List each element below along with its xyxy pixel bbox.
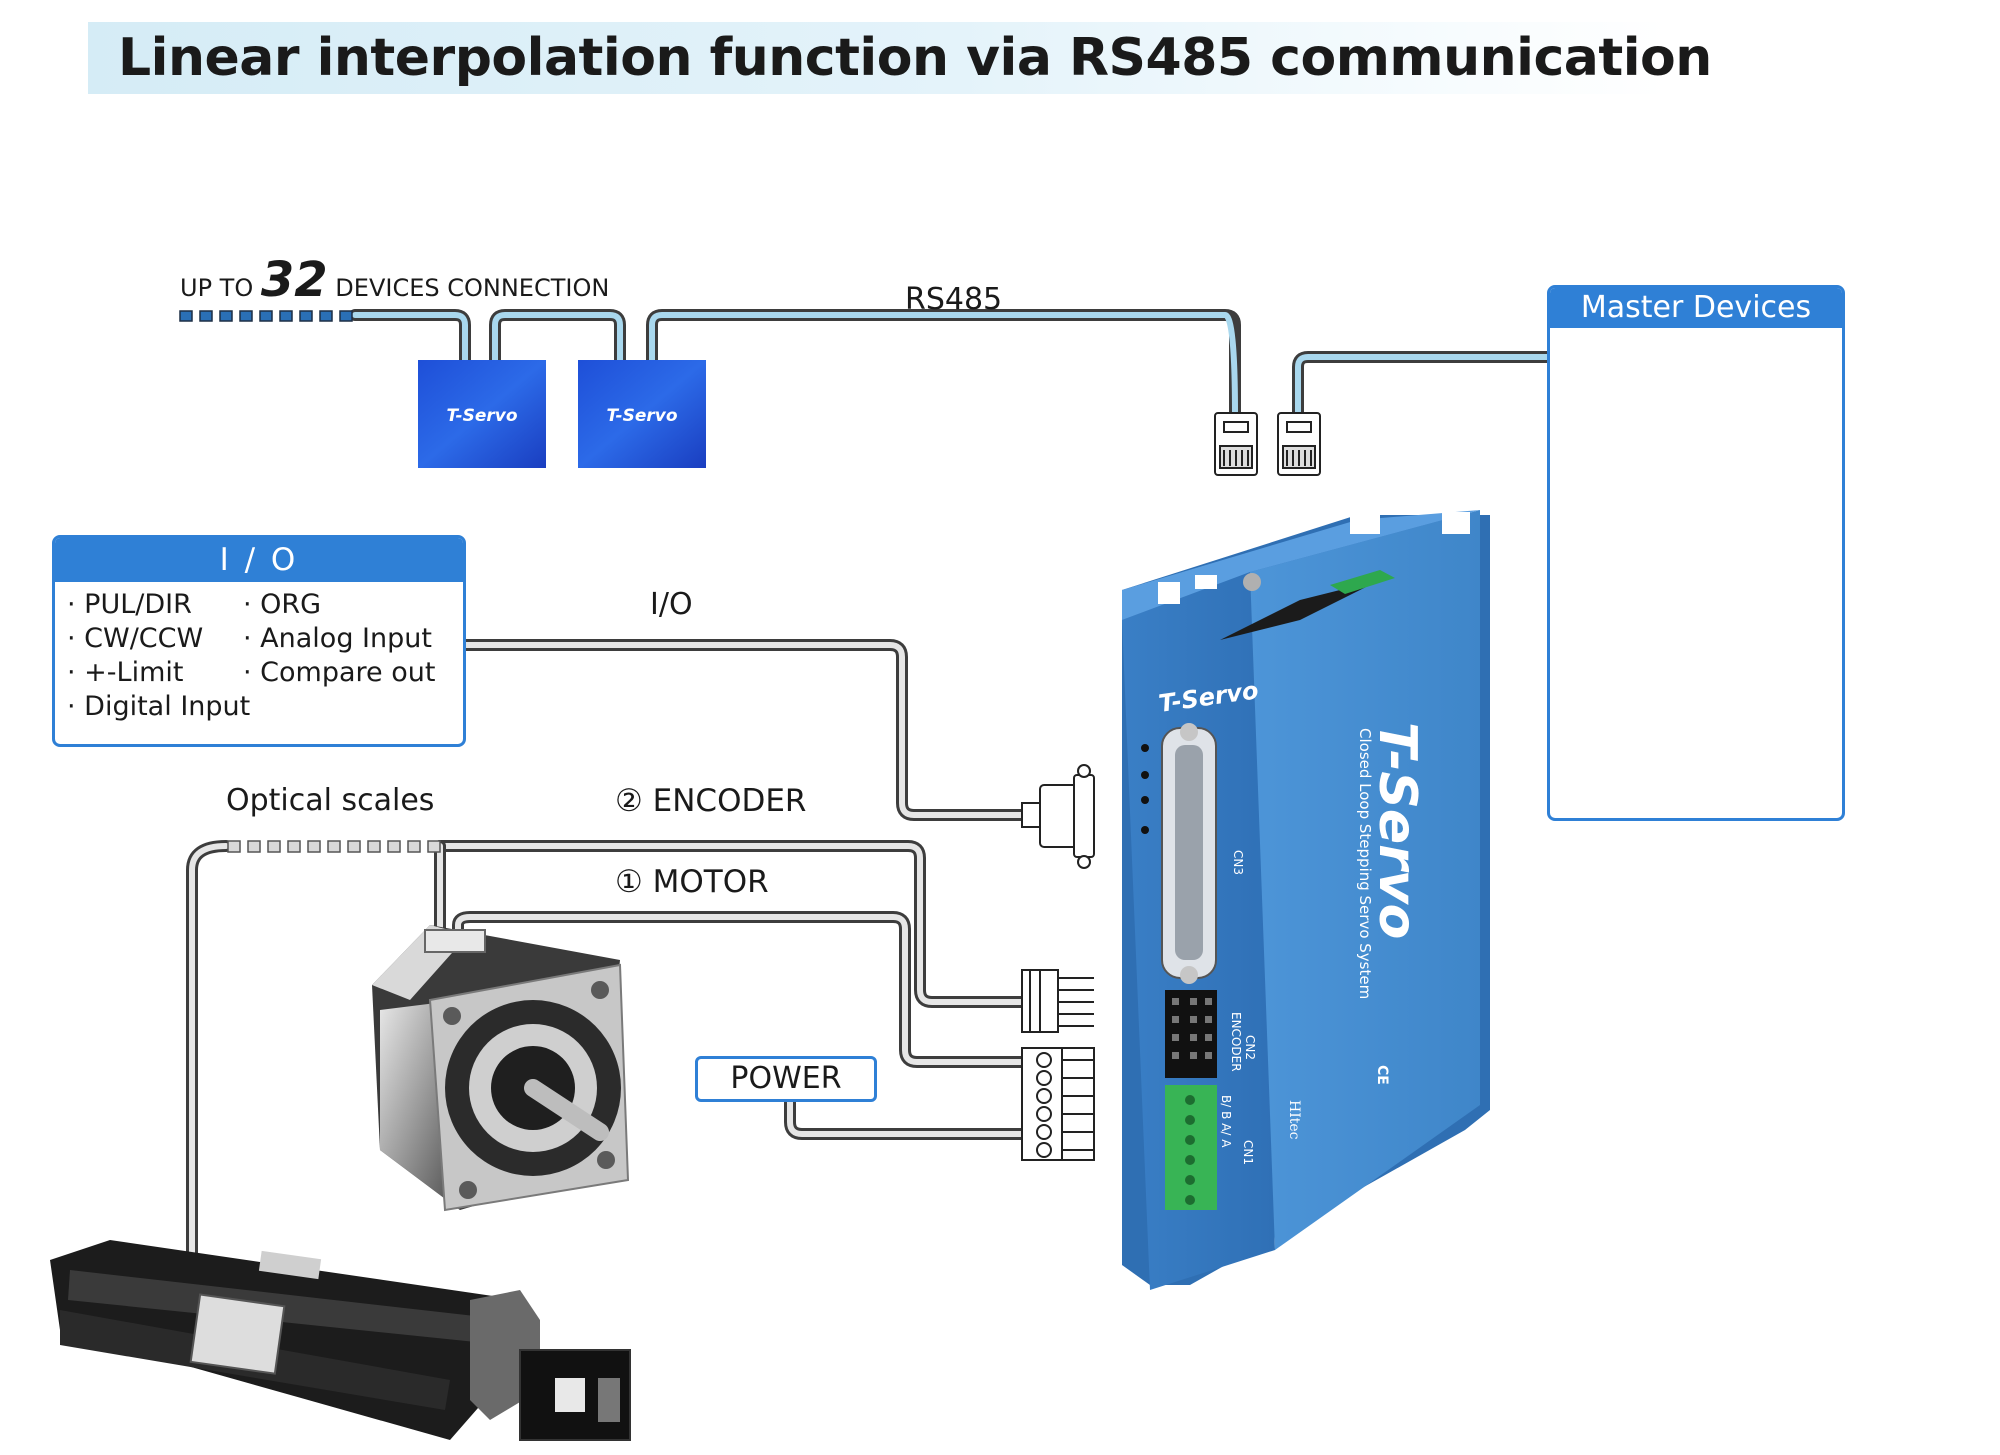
power-label: POWER — [695, 1056, 877, 1102]
io-item: · Compare out — [243, 657, 436, 688]
driver-cn3: CN3 — [1231, 850, 1245, 875]
chain-suffix: DEVICES CONNECTION — [335, 274, 610, 302]
driver-subtitle: Closed Loop Stepping Servo System — [1356, 728, 1374, 999]
servo-driver-image: T-Servo T-Servo Closed Loop Stepping Ser… — [1122, 510, 1490, 1290]
driver-maker: HItec — [1286, 1100, 1302, 1140]
io-signal-box: I / O · PUL/DIR · CW/CCW · +-Limit · Dig… — [52, 535, 466, 747]
io-cable-label: I/O — [650, 587, 693, 622]
db25-connector-icon — [1021, 764, 1095, 869]
chain-device-2: T-Servo — [578, 360, 706, 468]
io-right-list: · ORG · Analog Input · Compare out — [243, 588, 435, 690]
chain-device-brand-2: T-Servo — [606, 406, 677, 426]
master-devices-box: Master Devices — [1547, 285, 1845, 821]
io-item: · Digital Input — [67, 691, 251, 722]
stepper-motor-image — [372, 925, 630, 1212]
io-item: · +-Limit — [67, 657, 184, 688]
encoder-label: ② ENCODER — [615, 783, 807, 819]
optical-scales-label: Optical scales — [226, 783, 435, 818]
rj45-connector-icon — [1277, 412, 1321, 476]
driver-encoder-port: ENCODER — [1229, 1012, 1243, 1072]
driver-cn1: CN1 — [1241, 1140, 1255, 1165]
io-item: · Analog Input — [243, 623, 432, 654]
chain-dashes — [179, 310, 353, 322]
chain-device-1: T-Servo — [418, 360, 546, 468]
rj45-connector-icon — [1214, 412, 1258, 476]
master-devices-title: Master Devices — [1550, 288, 1842, 328]
driver-cn2: CN2 — [1243, 1035, 1257, 1060]
title-banner — [88, 22, 1668, 94]
rs485-label: RS485 — [905, 282, 1003, 317]
page-title: Linear interpolation function via RS485 … — [118, 28, 1712, 88]
io-left-list: · PUL/DIR · CW/CCW · +-Limit · Digital I… — [67, 588, 250, 724]
motor-label: ① MOTOR — [615, 864, 769, 900]
io-item: · PUL/DIR — [67, 589, 192, 620]
terminal-block-icon — [1021, 1047, 1095, 1161]
chain-count: 32 — [260, 252, 328, 308]
rs485-cable — [349, 309, 1554, 421]
io-item: · ORG — [243, 589, 322, 620]
driver-ce-mark: CE — [1374, 1065, 1390, 1085]
driver-brand-side: T-Servo — [1367, 722, 1427, 939]
chain-device-brand-1: T-Servo — [446, 406, 517, 426]
io-item: · CW/CCW — [67, 623, 204, 654]
gray-cables — [186, 639, 1036, 1261]
encoder-connector-icon — [1021, 969, 1094, 1033]
linear-stage-image — [50, 1240, 631, 1441]
optical-scale-dashes — [227, 840, 441, 853]
driver-terminals: B/ B A/ A — [1219, 1095, 1233, 1148]
chain-caption: UP TO 32 DEVICES CONNECTION — [180, 252, 609, 308]
io-box-title: I / O — [55, 538, 463, 582]
chain-prefix: UP TO — [180, 274, 254, 302]
